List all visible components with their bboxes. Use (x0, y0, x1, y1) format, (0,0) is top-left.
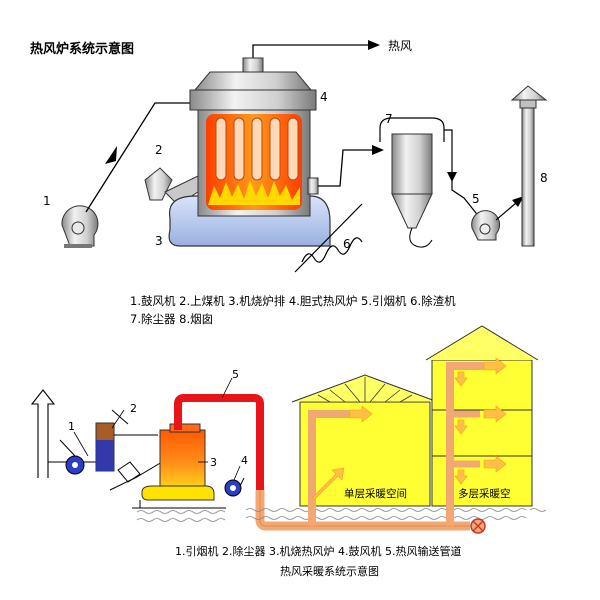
bottom-blower (224, 477, 245, 497)
bottom-legend: 1.引烟机 2.除尘器 3.机烧热风炉 4.鼓风机 5.热风输送管道 (175, 544, 461, 558)
top-diagram-title: 热风炉系统示意图 (30, 41, 134, 57)
pipe-valve (470, 518, 486, 534)
hot-air-supply-duct-red (174, 394, 264, 490)
bottom-label-1: 1 (68, 420, 75, 433)
bottom-label-2: 2 (130, 402, 137, 415)
flue-gas-duct (318, 149, 375, 187)
bottom-label-4: 4 (241, 454, 248, 467)
flames (208, 180, 300, 205)
hot-air-outlet-arrow (252, 40, 380, 62)
roof-truss (300, 377, 430, 403)
label-7: 7 (385, 112, 393, 126)
exhaust-stack-arrow (30, 389, 56, 478)
single-floor-riser-duct (308, 410, 350, 526)
bottom-dust-collector (95, 409, 158, 472)
chimney (510, 85, 548, 247)
multi-floor-riser-duct (446, 362, 500, 526)
bottom-label-3: 3 (210, 456, 217, 469)
induced-draft-fan (471, 196, 524, 241)
label-4: 4 (320, 90, 328, 104)
label-2: 2 (155, 143, 163, 157)
label-5: 5 (472, 192, 480, 206)
bottom-label-5: 5 (232, 368, 239, 381)
bottom-leader-lines (73, 377, 241, 481)
top-legend-line-1: 1.鼓风机 2.上煤机 3.机烧炉排 4.胆式热风炉 5.引烟机 6.除渣机 (130, 294, 456, 308)
label-1: 1 (43, 194, 51, 208)
bottom-diagram-caption: 热风采暖系统示意图 (280, 564, 379, 578)
multi-floor-space-label: 多层采暖空 (458, 487, 511, 500)
label-3: 3 (155, 234, 163, 248)
bottom-hot-air-furnace (132, 423, 226, 509)
slag-remover (294, 203, 363, 273)
air-flow-arrow (105, 146, 117, 164)
label-8: 8 (540, 171, 548, 185)
dust-collector (379, 117, 481, 248)
hot-air-transport-pipe (255, 490, 470, 531)
top-legend-line-2: 7.除尘器 8.烟囱 (130, 312, 213, 326)
warm-air-arrows (311, 357, 507, 501)
bottom-coal-feeder (117, 461, 141, 483)
multi-floor-building (425, 325, 539, 507)
blower-air-duct (85, 102, 195, 213)
blower-fan (61, 205, 99, 248)
label-6: 6 (343, 237, 351, 251)
bottom-induced-fan (48, 439, 96, 475)
bottom-feeder-line (109, 461, 163, 491)
ground-hatch (136, 508, 547, 522)
hot-air-label: 热风 (388, 39, 412, 53)
single-floor-space-label: 单层采暖空间 (344, 487, 407, 500)
hot-air-furnace (189, 57, 319, 217)
